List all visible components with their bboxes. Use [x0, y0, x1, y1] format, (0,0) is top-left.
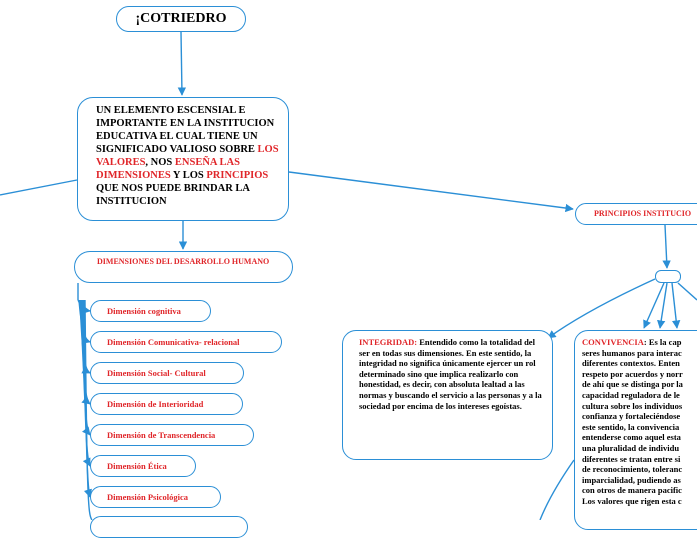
dimension-comunicativa[interactable]: Dimensión Comunicativa- relacional [90, 331, 282, 353]
dimension-partial[interactable] [90, 516, 248, 538]
convivencia-label: CONVIVENCIA [582, 337, 644, 347]
convivencia-node[interactable]: CONVIVENCIA: Es la cap seres humanos par… [574, 330, 697, 530]
link-main-left [0, 179, 78, 196]
dimension-etica[interactable]: Dimensión Ética [90, 455, 196, 477]
connector-lines [0, 31, 697, 520]
link-principles-hub [662, 224, 671, 269]
link-title-main [177, 31, 187, 96]
integridad-label: INTEGRIDAD: [359, 337, 418, 347]
principles-node-label: PRINCIPIOS INSTITUCIO [594, 209, 692, 218]
main-node[interactable]: UN ELEMENTO ESCENSIAL E IMPORTANTE EN LA… [77, 97, 289, 221]
integridad-text: Entendido como la totalidad del ser en t… [359, 337, 542, 411]
highlight-valores: LOS VALORES [96, 144, 279, 168]
principles-hub[interactable] [655, 270, 681, 283]
dimension-cognitiva[interactable]: Dimensión cognitiva [90, 300, 211, 322]
dimensions-node-label: DIMENSIONES DEL DESARROLLO HUMANO [97, 257, 270, 266]
link-hub-convivencia [643, 282, 665, 329]
principles-node[interactable]: PRINCIPIOS INSTITUCIO [575, 203, 697, 225]
dimension-interioridad[interactable]: Dimensión de Interioridad [90, 393, 243, 415]
integridad-node[interactable]: INTEGRIDAD: Entendido como la totalidad … [342, 330, 553, 460]
highlight-dimensiones: ENSEÑA LAS DIMENSIONES [96, 157, 240, 181]
dimension-transcendencia[interactable]: Dimensión de Transcendencia [90, 424, 254, 446]
dimensions-node[interactable]: DIMENSIONES DEL DESARROLLO HUMANO [74, 251, 293, 283]
link-main-principles [288, 171, 574, 213]
highlight-principios: PRINCIPIOS [206, 170, 269, 181]
dimension-psicologica[interactable]: Dimensión Psicológica [90, 486, 221, 508]
title-text: ¡COTRIEDRO [135, 11, 227, 26]
link-hub-integridad [547, 278, 656, 339]
title-node[interactable]: ¡COTRIEDRO [116, 6, 246, 32]
dimension-social-cultural[interactable]: Dimensión Social- Cultural [90, 362, 244, 384]
